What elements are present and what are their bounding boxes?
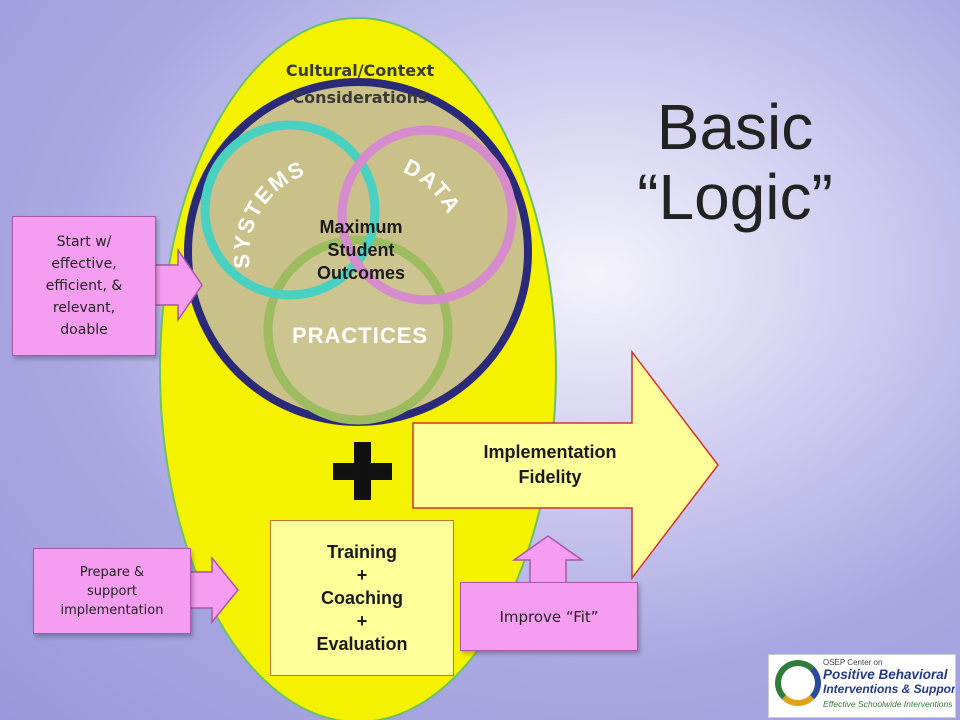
practices-label: PRACTICES (291, 323, 429, 348)
logo-ring-icon (775, 660, 821, 706)
center-outcome-label: Maximum Student Outcomes (316, 217, 406, 283)
slide-title: Basic “Logic” (637, 91, 833, 233)
start-arrow-head (151, 247, 203, 323)
data-circle (337, 125, 517, 305)
fidelity-arrow (412, 349, 719, 581)
prepare-callout: Prepare & support implementation (33, 548, 191, 634)
fidelity-label: Implementation Fidelity (483, 442, 617, 487)
start-callout: Start w/ effective, efficient, & relevan… (12, 216, 156, 356)
pbis-logo: OSEP Center on Positive Behavioral Inter… (768, 654, 956, 718)
systems-circle (200, 120, 380, 300)
plus-icon (333, 442, 392, 500)
practices-circle (263, 235, 453, 425)
training-box: Training + Coaching + Evaluation (270, 520, 454, 676)
context-label: Cultural/Context Considerations (285, 61, 435, 107)
improve-arrow-head (511, 535, 585, 585)
prepare-arrow-head (186, 555, 239, 625)
improve-fit-callout: Improve “Fit” (460, 582, 638, 651)
